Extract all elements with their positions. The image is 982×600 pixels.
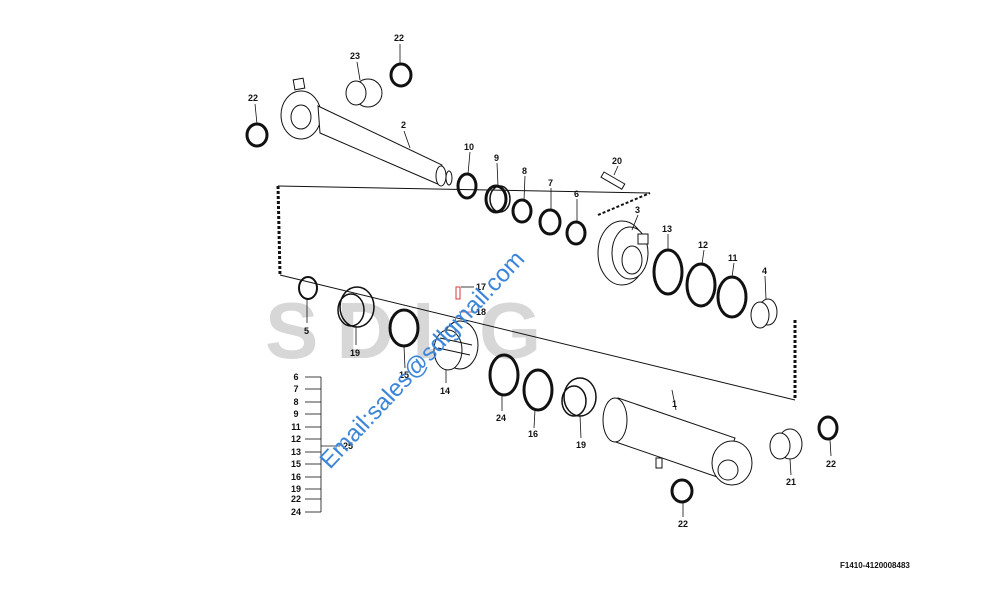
callout-14: 14 — [440, 386, 450, 396]
callout-10: 10 — [464, 142, 474, 152]
leader-lines — [254, 44, 832, 517]
callout-9: 9 — [494, 153, 499, 163]
callout-22-d: 22 — [678, 519, 688, 529]
callout-16: 16 — [528, 429, 538, 439]
o-ring-part-22-bottom — [670, 415, 839, 504]
seal-kit-list: 6 7 8 9 11 12 13 15 16 19 22 24 25 — [291, 372, 353, 517]
figure-reference: F1410-4120008483 — [840, 561, 910, 570]
callout-1: 1 — [672, 399, 677, 409]
wear-ring-part-4 — [750, 298, 778, 329]
cylinder-head-part-3 — [597, 220, 649, 286]
kit-item-11: 11 — [291, 422, 301, 432]
kit-item-12: 12 — [291, 434, 301, 444]
bushing-part-23 — [345, 78, 383, 108]
kit-item-15: 15 — [291, 459, 301, 469]
set-screw-part-17 — [455, 286, 461, 300]
callout-22-b: 22 — [248, 93, 258, 103]
callout-22-a: 22 — [394, 33, 404, 43]
callout-21: 21 — [786, 477, 796, 487]
kit-item-8: 8 — [293, 397, 298, 407]
bushing-part-21 — [769, 428, 803, 460]
callout-24: 24 — [496, 413, 506, 423]
callout-18: 18 — [476, 307, 486, 317]
kit-item-24: 24 — [291, 507, 301, 517]
cylinder-tube-part-1 — [602, 397, 753, 486]
kit-label-25: 25 — [343, 441, 353, 451]
callout-12: 12 — [698, 240, 708, 250]
kit-item-22: 22 — [291, 494, 301, 504]
callout-17: 17 — [476, 282, 486, 292]
callout-7: 7 — [548, 178, 553, 188]
kit-item-9: 9 — [293, 409, 298, 419]
callout-labels: 22 23 22 2 10 9 8 7 6 20 3 13 12 11 4 5 … — [248, 33, 836, 529]
kit-item-7: 7 — [293, 384, 298, 394]
callout-6: 6 — [574, 189, 579, 199]
callout-19-a: 19 — [350, 348, 360, 358]
kit-item-19: 19 — [291, 484, 301, 494]
callout-15: 15 — [399, 370, 409, 380]
lower-seal-set — [488, 353, 597, 417]
piston-part-14 — [433, 320, 479, 371]
callout-4: 4 — [762, 266, 767, 276]
callout-2: 2 — [401, 120, 406, 130]
kit-item-6: 6 — [293, 372, 298, 382]
callout-8: 8 — [522, 166, 527, 176]
callout-23: 23 — [350, 51, 360, 61]
callout-22-c: 22 — [826, 459, 836, 469]
kit-item-13: 13 — [291, 447, 301, 457]
callout-3: 3 — [635, 205, 640, 215]
piston-rod-part-2 — [280, 77, 453, 187]
callout-20: 20 — [612, 156, 622, 166]
callout-19-b: 19 — [576, 440, 586, 450]
kit-item-16: 16 — [291, 472, 301, 482]
seal-set-upper — [456, 172, 587, 246]
pin-part-20 — [600, 171, 626, 190]
assembly-outline — [276, 185, 797, 401]
callout-11: 11 — [728, 253, 738, 263]
callout-5: 5 — [304, 326, 309, 336]
callout-13: 13 — [662, 224, 672, 234]
